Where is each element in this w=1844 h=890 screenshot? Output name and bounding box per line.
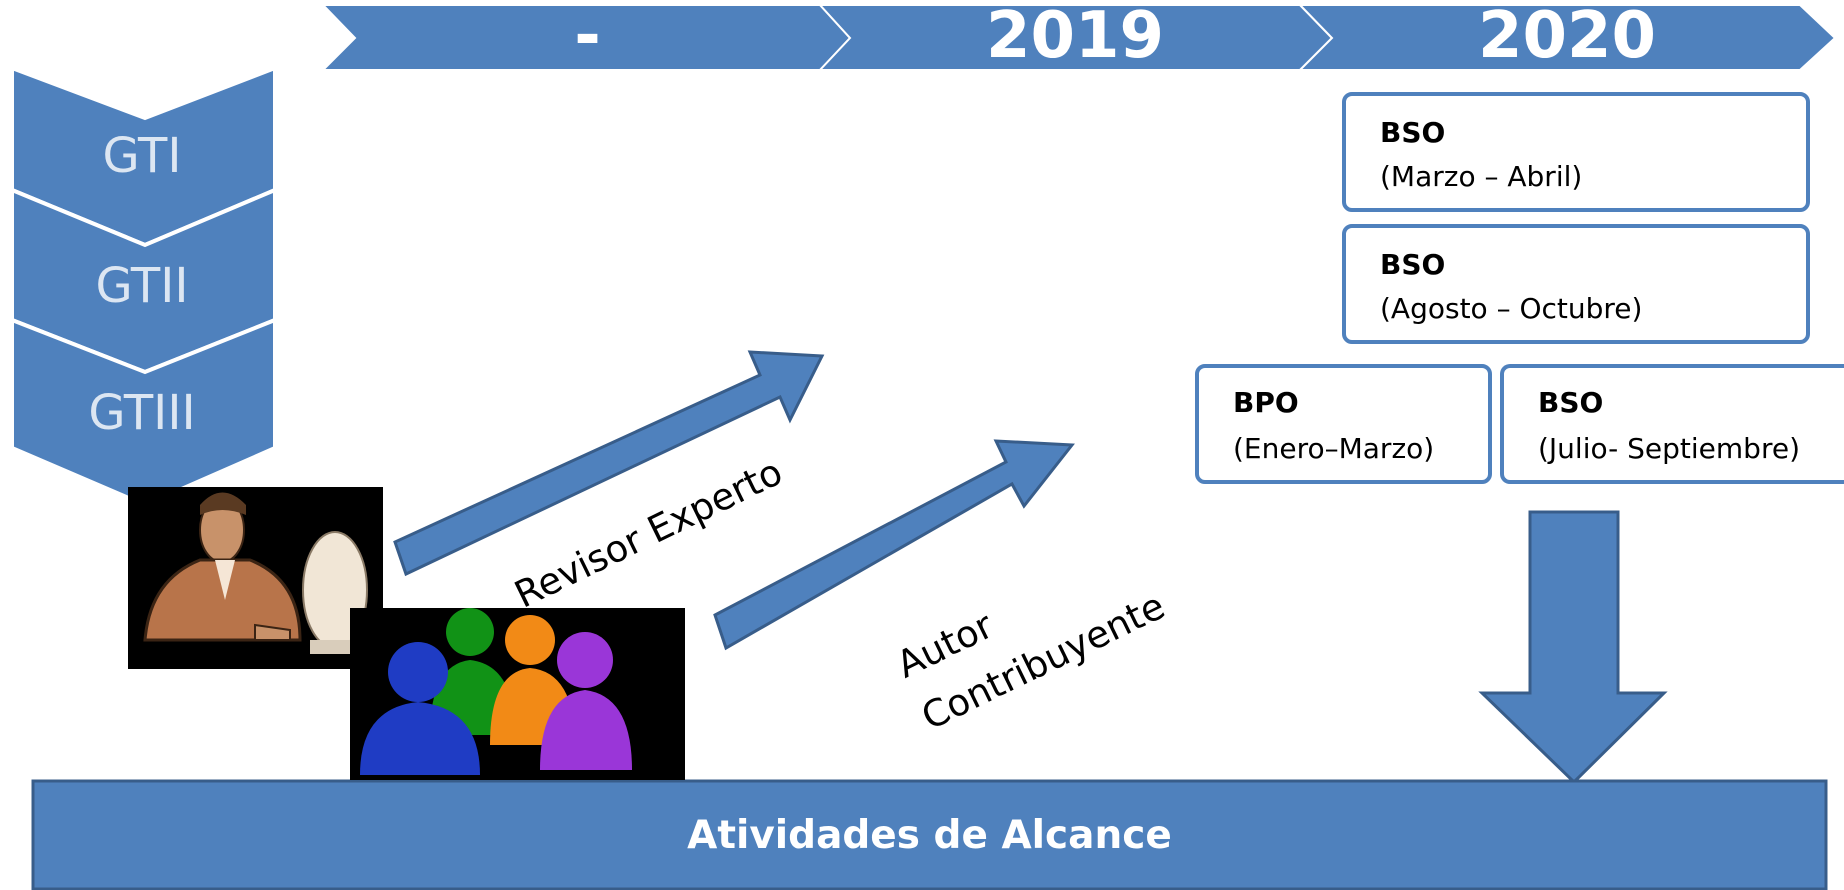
group-label-gti: GTI [102, 128, 182, 184]
box-title: BSO [1380, 116, 1446, 149]
group-label-gtiii: GTIII [88, 385, 196, 441]
reviewer-clipart [128, 487, 383, 669]
schedule-box-bso-marzo: BSO (Marzo – Abril) [1342, 92, 1810, 212]
schedule-box-bso-agosto: BSO (Agosto – Octubre) [1342, 224, 1810, 344]
timeline-label-2: 2019 [985, 0, 1165, 73]
people-group-clipart [350, 608, 685, 780]
box-period: (Enero–Marzo) [1233, 432, 1435, 465]
down-arrow [1478, 510, 1668, 785]
box-period: (Marzo – Abril) [1380, 160, 1583, 193]
box-period: (Agosto – Octubre) [1380, 292, 1643, 325]
group-label-gtii: GTII [95, 258, 189, 314]
reviewer-arrow [393, 350, 825, 577]
timeline-chevron-3 [1297, 4, 1837, 71]
box-title: BSO [1380, 248, 1446, 281]
box-period: (Julio- Septiembre) [1538, 432, 1800, 465]
schedule-box-bso-julio: BSO (Julio- Septiembre) [1500, 364, 1844, 484]
group-chevron-3 [10, 317, 277, 508]
box-title: BSO [1538, 386, 1604, 419]
bottom-bar-label: Atividades de Alcance [687, 812, 1172, 858]
box-title: BPO [1233, 386, 1299, 419]
timeline-label-3: 2020 [1477, 0, 1657, 73]
author-arrow [713, 439, 1075, 651]
bottom-bar [31, 779, 1828, 890]
schedule-box-bpo-enero: BPO (Enero–Marzo) [1195, 364, 1492, 484]
timeline-label-1: - [574, 0, 601, 73]
